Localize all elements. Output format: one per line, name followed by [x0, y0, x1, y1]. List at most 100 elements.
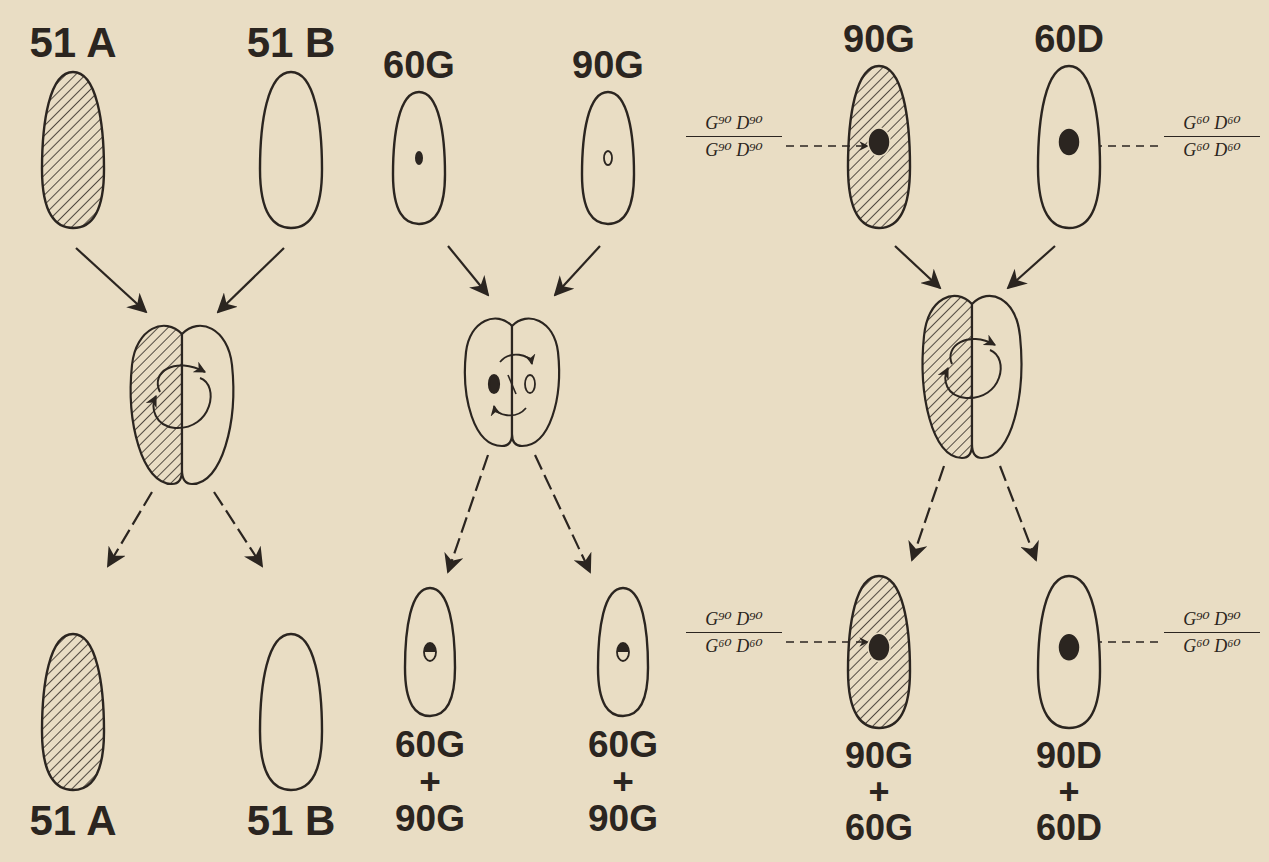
conjugating-pair — [131, 326, 233, 484]
arrow — [108, 492, 152, 566]
genotype-fraction: G⁹⁰ D⁹⁰G⁶⁰ D⁶⁰ — [1164, 608, 1260, 657]
exchange-arrow — [945, 350, 1000, 398]
cell-body — [848, 66, 910, 228]
strain-label-box: 90G — [510, 46, 706, 84]
micronucleus — [525, 375, 535, 393]
genotype: G⁶⁰ D⁶⁰ — [686, 633, 782, 657]
arrow — [1008, 246, 1055, 288]
genotype: G⁹⁰ D⁹⁰ — [686, 137, 782, 161]
cell: 51 B — [258, 70, 324, 230]
strain-label: 90G + 60G — [833, 738, 925, 846]
cell-body — [582, 92, 634, 224]
cell-outline — [40, 632, 106, 792]
exchange-arrow — [494, 406, 526, 415]
exchange-arrow — [950, 339, 995, 364]
cell-body — [1038, 66, 1100, 228]
macronucleus — [868, 633, 890, 661]
cell: 90G + 60G — [846, 574, 912, 730]
exchange-arrow — [154, 378, 211, 428]
micronucleus — [604, 151, 612, 165]
cell: 60D — [1036, 64, 1102, 230]
cell-outline — [1036, 64, 1102, 230]
micronucleus-fill — [617, 643, 629, 652]
cell: 51 A — [40, 70, 106, 230]
conjugating-pair — [465, 318, 559, 446]
strain-label-box: 60D — [966, 20, 1172, 58]
cell-body — [405, 588, 455, 716]
cell-half — [972, 296, 1021, 458]
strain-label: 51 A — [0, 22, 176, 64]
cell-outline — [40, 70, 106, 230]
genotype-fraction: G⁹⁰ D⁹⁰G⁹⁰ D⁹⁰ — [686, 112, 782, 161]
genotype-fraction: G⁹⁰ D⁹⁰G⁶⁰ D⁶⁰ — [686, 608, 782, 657]
conjugating-pair — [923, 296, 1022, 458]
strain-label: 90G — [510, 46, 706, 84]
strain-label: 60G — [321, 46, 517, 84]
strain-label-box: 60G + 90G — [526, 726, 720, 837]
arrow — [555, 246, 600, 295]
cell-half — [131, 326, 182, 484]
cell: 51 B — [258, 632, 324, 792]
cell: 60G + 90G — [403, 586, 457, 718]
strain-label: 60G + 90G — [577, 726, 669, 837]
arrow — [214, 492, 262, 566]
strain-label-box: 60G — [321, 46, 517, 84]
micronucleus — [424, 643, 436, 661]
micronucleus-fill — [424, 643, 436, 652]
cell-body — [848, 576, 910, 728]
cell-outline — [846, 574, 912, 730]
exchange-mark — [508, 375, 516, 394]
cell-body — [1038, 576, 1100, 728]
cell-half — [182, 326, 233, 484]
cell-outline — [1036, 574, 1102, 730]
strain-label: 60G + 90G — [384, 726, 476, 837]
cell: 51 A — [40, 632, 106, 792]
genotype: G⁶⁰ D⁶⁰ — [1164, 633, 1260, 657]
genotype: G⁹⁰ D⁹⁰ — [686, 112, 782, 137]
arrow — [1000, 466, 1036, 560]
strain-label: 51 A — [0, 800, 176, 842]
arrow — [76, 248, 146, 312]
strain-label: 90G — [776, 20, 982, 58]
cell-half — [512, 318, 559, 446]
cell-outline — [403, 586, 457, 718]
strain-label: 51 B — [188, 22, 394, 64]
arrow — [535, 455, 590, 572]
strain-label-box: 51 A — [0, 22, 176, 64]
micronucleus — [489, 375, 499, 393]
cell-body — [260, 72, 322, 228]
strain-label-box: 51 B — [188, 800, 394, 842]
cell-body — [260, 634, 322, 790]
cell-body — [598, 588, 648, 716]
genotype-fraction: G⁶⁰ D⁶⁰G⁶⁰ D⁶⁰ — [1164, 112, 1260, 161]
arrow — [895, 246, 940, 288]
genotype: G⁶⁰ D⁶⁰ — [1164, 137, 1260, 161]
cell-outline — [596, 586, 650, 718]
arrow — [218, 248, 284, 312]
cell-body — [393, 92, 445, 224]
cell: 90G — [580, 90, 636, 226]
macronucleus — [1058, 128, 1080, 156]
exchange-arrow — [158, 365, 205, 392]
strain-label: 51 B — [188, 800, 394, 842]
cell-outline — [258, 70, 324, 230]
strain-label: 90D + 60D — [1023, 738, 1115, 846]
arrow — [448, 455, 488, 572]
cell: 90G — [846, 64, 912, 230]
strain-label-box: 90G — [776, 20, 982, 58]
cell: 60G + 90G — [596, 586, 650, 718]
micronucleus — [617, 643, 629, 661]
cell-body — [42, 634, 104, 790]
cell-outline — [580, 90, 636, 226]
strain-label: 60D — [966, 20, 1172, 58]
cell-body — [42, 72, 104, 228]
micronucleus — [415, 151, 423, 165]
cell: 60G — [391, 90, 447, 226]
strain-label-box: 51 A — [0, 800, 176, 842]
genotype: G⁹⁰ D⁹⁰ — [1164, 608, 1260, 633]
cell-outline — [846, 64, 912, 230]
strain-label-box: 90D + 60D — [966, 738, 1172, 846]
arrow — [912, 466, 944, 560]
genotype: G⁶⁰ D⁶⁰ — [1164, 112, 1260, 137]
strain-label-box: 90G + 60G — [776, 738, 982, 846]
